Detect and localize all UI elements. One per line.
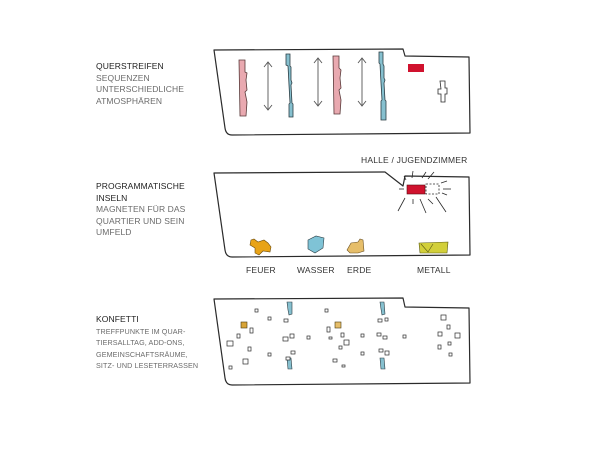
halle-jugendzimmer-caption: HALLE / JUGENDZIMMER bbox=[361, 155, 468, 165]
querstreifen-label: QUERSTREIFEN SEQUENZEN UNTERSCHIEDLICHE … bbox=[96, 61, 184, 107]
konfetti-diagram bbox=[213, 297, 471, 386]
pink-stripe-2 bbox=[332, 55, 342, 115]
blue-stripe-1 bbox=[285, 53, 294, 118]
konfetti-title: KONFETTI bbox=[96, 314, 139, 324]
island-label-feuer: FEUER bbox=[246, 265, 276, 275]
inseln-title-1: PROGRAMMATISCHE bbox=[96, 181, 185, 191]
konfetti-desc-1: TREFFPUNKTE IM QUAR- bbox=[96, 326, 186, 336]
konfetti-blue-1 bbox=[286, 301, 293, 316]
island-wasser bbox=[307, 235, 325, 254]
island-label-erde: ERDE bbox=[347, 265, 372, 275]
jugendzimmer-dashed-block bbox=[425, 183, 440, 195]
inseln-title-2: INSELN bbox=[96, 192, 128, 203]
konfetti-desc-3: GEMEINSCHAFTSRÄUME, bbox=[96, 349, 188, 359]
island-metall bbox=[418, 241, 449, 254]
konfetti-desc-4: SITZ- UND LESETERRASSEN bbox=[96, 361, 199, 370]
building-outline-1 bbox=[213, 48, 471, 136]
inseln-label: PROGRAMMATISCHE INSELN MAGNETEN FÜR DAS … bbox=[96, 181, 185, 239]
querstreifen-diagram bbox=[213, 48, 471, 136]
inseln-diagram bbox=[213, 170, 471, 258]
metall-mark bbox=[420, 243, 434, 253]
halle-red-block bbox=[406, 184, 426, 195]
double-arrow-2 bbox=[313, 57, 323, 107]
konfetti-ochre-1 bbox=[240, 321, 248, 329]
konfetti-blue-4 bbox=[379, 357, 386, 370]
inseln-desc-2: QUARTIER UND SEIN bbox=[96, 215, 185, 226]
querstreifen-desc-1: SEQUENZEN bbox=[96, 72, 150, 83]
island-label-wasser: WASSER bbox=[297, 265, 335, 275]
radiating-lines bbox=[397, 170, 451, 214]
double-arrow-3 bbox=[357, 57, 367, 107]
red-block-1 bbox=[408, 64, 424, 72]
outline-element bbox=[437, 80, 448, 103]
island-feuer bbox=[249, 238, 272, 256]
double-arrow-1 bbox=[263, 61, 273, 111]
konfetti-squares bbox=[226, 308, 461, 370]
building-outline-3 bbox=[213, 297, 471, 386]
island-erde bbox=[346, 238, 365, 254]
querstreifen-title: QUERSTREIFEN bbox=[96, 61, 164, 71]
island-label-metall: METALL bbox=[417, 265, 451, 275]
konfetti-ochre-2 bbox=[334, 321, 342, 329]
konfetti-desc-2: TIERSALLTAG, ADD-ONS, bbox=[96, 338, 185, 347]
inseln-desc-1: MAGNETEN FÜR DAS bbox=[96, 204, 186, 214]
pink-stripe-1 bbox=[238, 59, 248, 117]
blue-stripe-2 bbox=[378, 51, 387, 121]
querstreifen-desc-2: UNTERSCHIEDLICHE bbox=[96, 84, 185, 94]
inseln-desc-3: UMFELD bbox=[96, 227, 132, 237]
querstreifen-desc-3: ATMOSPHÄREN bbox=[96, 95, 163, 106]
konfetti-blue-3 bbox=[379, 301, 386, 316]
konfetti-label: KONFETTI TREFFPUNKTE IM QUAR- TIERSALLTA… bbox=[96, 314, 198, 372]
